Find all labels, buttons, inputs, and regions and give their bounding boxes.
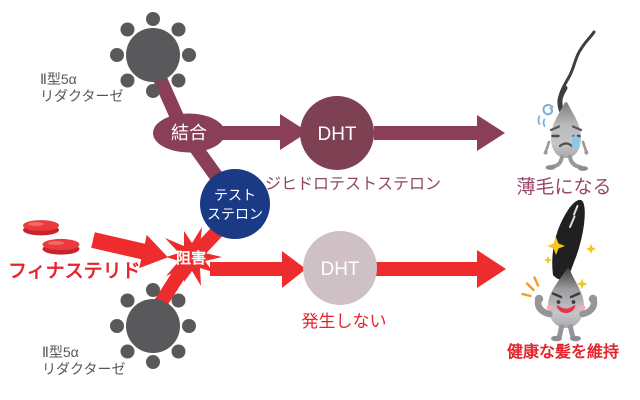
enzyme-icon-bottom: [110, 283, 196, 369]
pill-icon-2: [42, 238, 80, 255]
emphasis-lines-icon: [521, 276, 540, 298]
thin-hair-caption: 薄毛になる: [516, 176, 611, 198]
hair-follicle-healthy-icon: [521, 199, 598, 342]
starburst-icon: [165, 227, 222, 286]
sigh-icon: [537, 104, 554, 127]
arrow-right-icon-dht-to-healthyhair: [374, 250, 506, 288]
arrow-right-icon-dht-to-thinhair: [374, 115, 505, 151]
dht-bottom-label: DHT: [320, 259, 359, 280]
enzyme-top-label-line2: リダクターゼ: [40, 88, 123, 104]
testosterone-node: [200, 169, 270, 239]
smile-icon: [556, 305, 576, 314]
pill-icon-1: [23, 220, 59, 236]
hair-follicle-sad-icon: [537, 30, 596, 171]
binding-node: [153, 113, 225, 153]
arrow-right-icon-finasteride-to-inhibition: [91, 232, 168, 269]
dht-bottom-caption: 発生しない: [302, 312, 387, 331]
inhibition-label: 阻害: [176, 249, 206, 267]
sparkle-icon: [544, 237, 596, 290]
testosterone-label-line2: ステロン: [207, 206, 263, 222]
dht-node-top: [300, 96, 374, 170]
enzyme-top-label-line1: Ⅱ型5α: [40, 71, 77, 87]
enzyme-bottom-label-line1: Ⅱ型5α: [42, 344, 79, 360]
dht-top-caption: ジヒドロテストステロン: [265, 176, 441, 193]
dht-top-label: DHT: [317, 124, 356, 145]
arrow-right-icon-inhibition-to-dht: [210, 251, 306, 288]
dht-node-bottom: [303, 231, 377, 305]
enzyme-bottom-label-line2: リダクターゼ: [42, 361, 125, 377]
healthy-hair-caption: 健康な髪を維持: [507, 342, 619, 361]
arrow-right-icon-binding-to-dht: [222, 114, 308, 150]
enzyme-icon-top: [110, 12, 196, 98]
finasteride-label: フィナステリド: [8, 261, 141, 282]
binding-label: 結合: [171, 123, 207, 143]
testosterone-label-line1: テスト: [214, 187, 256, 203]
tear-icon: [571, 133, 580, 149]
